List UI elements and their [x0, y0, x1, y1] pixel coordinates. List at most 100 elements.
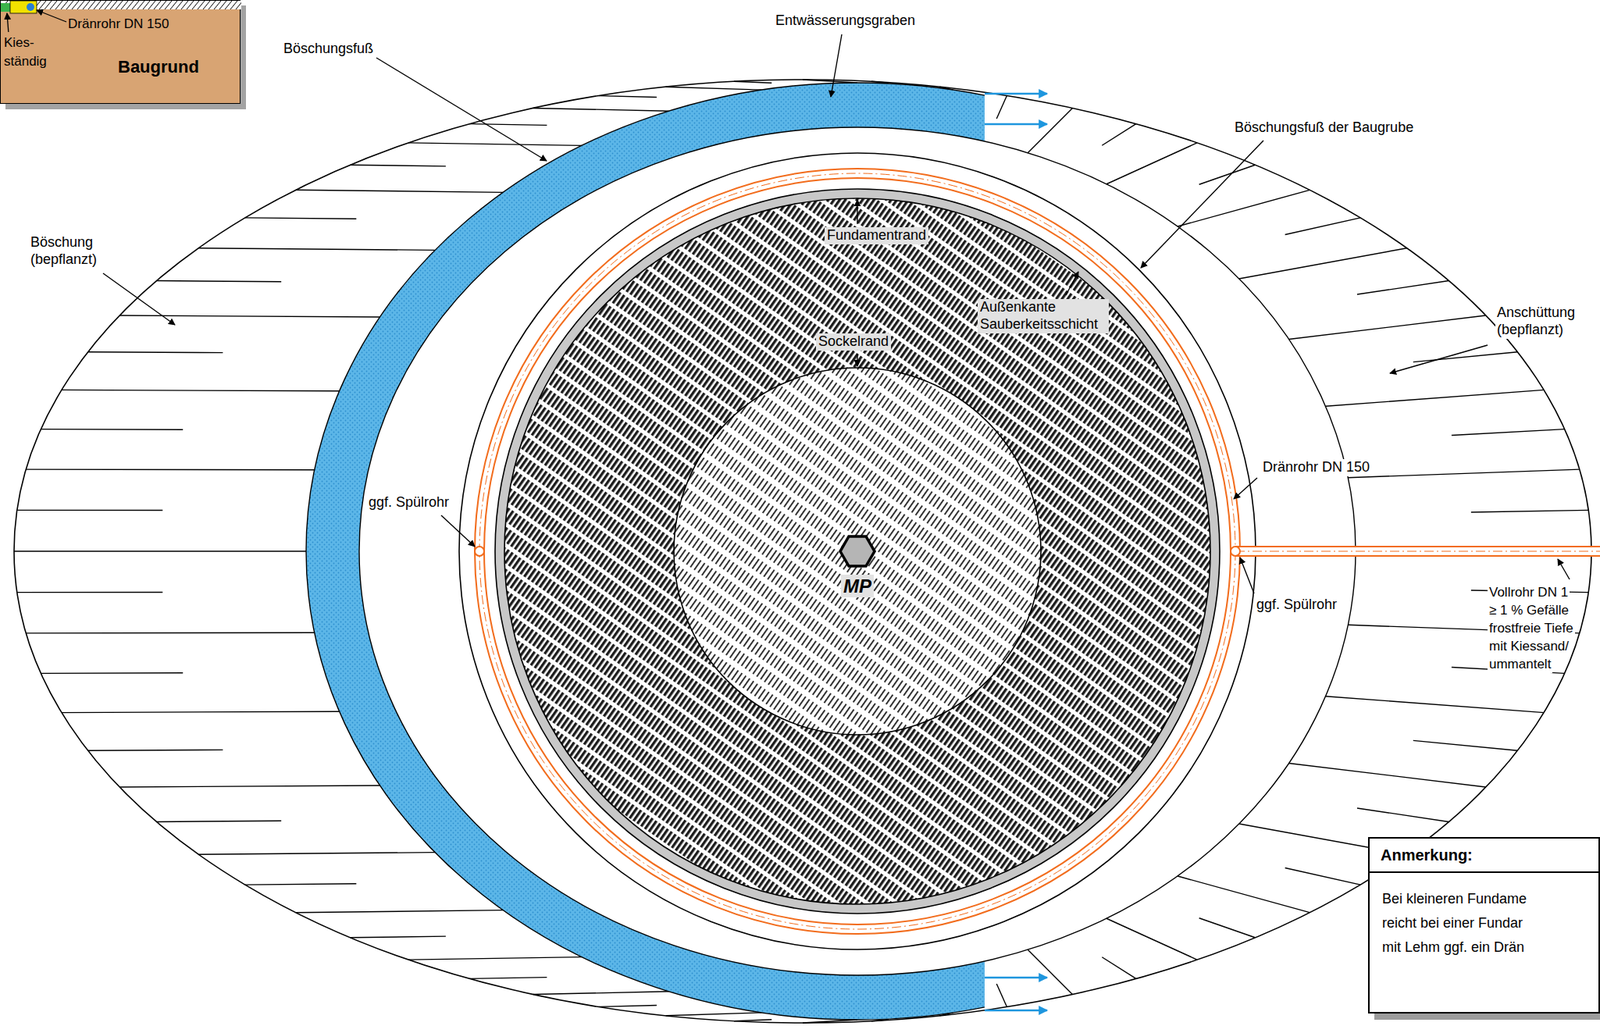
note-heading: Anmerkung: [1369, 838, 1599, 874]
pipe-section [26, 3, 35, 11]
region-label: Entwässerungsgraben [775, 12, 916, 30]
hatch-line [469, 124, 547, 126]
note-line: Bei kleineren Fundame [1369, 887, 1599, 912]
note-line: reicht bei einer Fundar [1369, 911, 1599, 936]
pedestal [673, 367, 1041, 735]
drain-pipe-inner [484, 178, 1231, 925]
hatch-line [1289, 315, 1486, 340]
hatch-line [25, 631, 314, 634]
hatch-line [1357, 281, 1449, 295]
gravel-swatch [10, 0, 37, 14]
hatch-line [14, 550, 307, 552]
hatch-line [350, 936, 446, 938]
gravel-swatch [0, 3, 11, 12]
ground-hatch [164, 0, 172, 10]
ground-hatch [170, 0, 178, 10]
ground-hatch [142, 0, 150, 10]
hatch-line [598, 96, 657, 98]
ground-hatch [121, 0, 129, 10]
ground-hatch [208, 0, 216, 10]
ground-hatch [137, 0, 145, 10]
hatch-line [156, 281, 282, 282]
outflow-arrow [984, 976, 1048, 980]
hatch-line [1413, 740, 1519, 751]
hatch-line [996, 983, 1007, 1007]
ground-hatch [99, 0, 107, 10]
ground-hatch [126, 0, 134, 10]
outlet-pipe-fill [1235, 546, 1600, 556]
ground-hatch [77, 0, 85, 10]
outflow-arrow [984, 1009, 1048, 1013]
hatch-line [598, 1004, 657, 1007]
part-label: ggf. Spülrohr [367, 494, 451, 512]
ground-hatch [131, 0, 139, 10]
leader-line [1389, 345, 1488, 374]
hatch-line [1325, 389, 1545, 407]
hatch-line [666, 86, 763, 90]
hatch-line [1027, 949, 1073, 995]
pipe-note: Vollrohr DN 1 [1487, 584, 1570, 602]
hatch-line [198, 248, 435, 251]
drainage-ditch [306, 82, 985, 1020]
note-line: mit Lehm ggf. ein Drän [1369, 935, 1599, 960]
part-label: Fundamentrand [824, 227, 929, 245]
ground-hatch [181, 0, 189, 10]
ground-hatch [219, 0, 227, 10]
blinding-layer [495, 188, 1220, 914]
region-label: Böschungsfuß [283, 40, 374, 58]
hatch-line [1177, 876, 1310, 913]
hatch-line [1199, 164, 1256, 185]
leader-line [1233, 477, 1258, 499]
ground-hatch [55, 0, 63, 10]
ground-hatch [71, 0, 79, 10]
legend-inset: Dränrohr DN 150Kies-ständigBaugrund [0, 0, 241, 104]
inset-leader [0, 0, 79, 33]
pit-toe-circle [459, 153, 1256, 950]
hatch-line [245, 883, 357, 885]
hatch-line [1239, 248, 1408, 279]
hatch-line [1325, 696, 1545, 713]
inset-sketch [0, 0, 242, 17]
hatch-line [533, 107, 670, 111]
soil-label: Baugrund [117, 57, 200, 78]
ground-hatch [224, 0, 232, 10]
flushing-pipe [1230, 546, 1241, 556]
leader-line [1240, 557, 1255, 594]
hatch-line [25, 468, 314, 471]
hatch-line [996, 96, 1007, 119]
ground-hatch [93, 0, 101, 10]
ground-hatch [192, 0, 200, 10]
flushing-pipe [474, 546, 485, 556]
part-label: ggf. Spülrohr [1254, 596, 1339, 614]
ground-hatch [88, 0, 96, 10]
hatch-line [533, 991, 670, 995]
hatch-line [1471, 509, 1589, 513]
gravel-label: Kies- [3, 35, 35, 51]
hatch-line [734, 81, 772, 83]
pipe-note: frostfreie Tiefe [1487, 620, 1576, 638]
leader-line [856, 199, 858, 225]
hatch-line [119, 785, 380, 788]
hatch-line [245, 217, 357, 219]
ground-hatch [44, 0, 52, 10]
leader-line [1557, 559, 1570, 580]
hatch-line [734, 1019, 772, 1022]
slope-toe-line [359, 127, 1356, 976]
leader-line [441, 515, 475, 547]
leader-line [830, 34, 842, 97]
centre-point-symbol [840, 536, 875, 567]
ground-hatch [104, 0, 112, 10]
pipe-note: ≥ 1 % Gefälle [1487, 602, 1571, 620]
pipe-note: ummantelt [1487, 655, 1553, 674]
hatch-line [1101, 124, 1137, 147]
outlet-pipe-axis [1235, 551, 1600, 553]
ground-hatch [60, 0, 68, 10]
ground-hatch [159, 0, 167, 10]
hatch-line [1027, 107, 1073, 153]
hatch-line [198, 852, 435, 856]
ground-hatch [148, 0, 156, 10]
hatch-line [61, 389, 340, 391]
hatch-line [88, 351, 224, 353]
leader-lines [103, 34, 1570, 594]
hatch-line [1106, 918, 1198, 960]
